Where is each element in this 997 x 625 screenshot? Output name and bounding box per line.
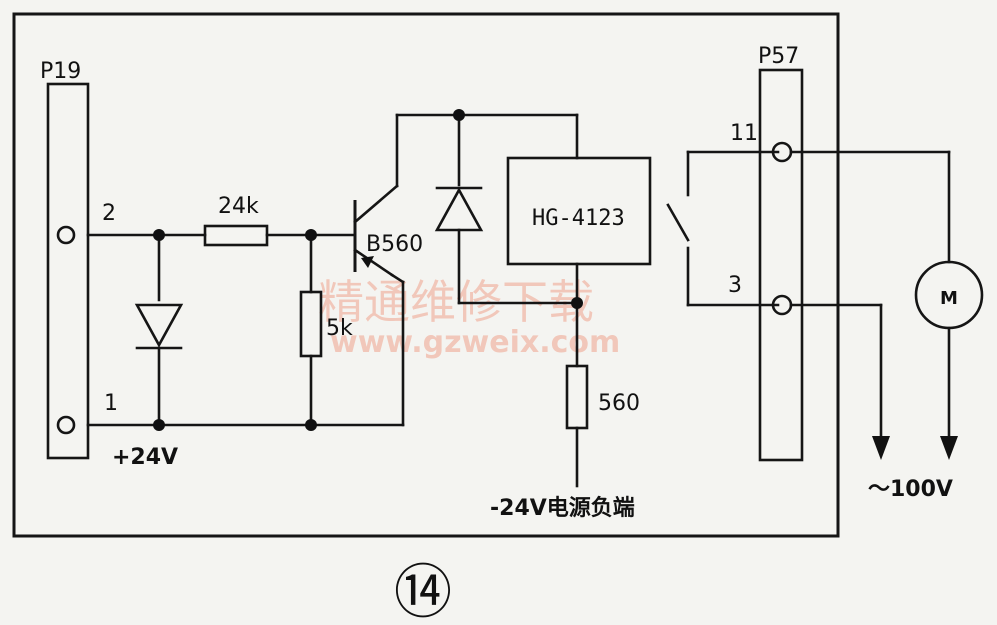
relay-hg4123 <box>506 156 652 266</box>
transistor-label: B560 <box>366 232 423 257</box>
transistor-emitter <box>353 248 394 277</box>
junction-dot <box>453 109 465 121</box>
connector-p57-body <box>758 68 804 462</box>
supply-negative-label: -24V电源负端 <box>490 496 635 521</box>
transistor-arrow <box>361 256 374 268</box>
connector-p19-body <box>46 82 90 460</box>
supply-positive-label: +24V <box>112 445 178 470</box>
motor-label: M <box>940 288 958 309</box>
watermark-url: www.gzweix.com <box>330 325 620 360</box>
diode-input <box>134 303 184 348</box>
p57-pin3-label: 3 <box>728 273 742 298</box>
resistor-560-label: 560 <box>598 391 640 416</box>
relay-label: HG-4123 <box>532 206 625 231</box>
diode-flyback <box>434 187 484 232</box>
p19-pin2-label: 2 <box>102 201 116 226</box>
junction-dot <box>305 229 317 241</box>
junction-dot <box>305 419 317 431</box>
resistor-5k-label: 5k <box>326 316 353 341</box>
arrow-left-icon <box>872 436 890 460</box>
relay-contact-upper <box>666 203 690 242</box>
resistor-24k <box>203 224 269 247</box>
wire-emitter <box>390 273 405 284</box>
figure-number: ⑭ <box>394 558 452 625</box>
junction-dot <box>153 229 165 241</box>
transistor-collector <box>353 184 399 224</box>
resistor-24k-label: 24k <box>218 194 259 219</box>
connector-p19 <box>46 82 90 460</box>
arrow-right-icon <box>940 436 958 460</box>
junction-dot <box>571 297 583 309</box>
p19-pin1-label: 1 <box>104 391 118 416</box>
resistor-560 <box>565 364 589 430</box>
connector-p57-label: P57 <box>758 44 799 69</box>
connector-p19-label: P19 <box>40 59 81 84</box>
p19-pin2-terminal <box>56 225 76 245</box>
junction-dot <box>153 419 165 431</box>
p57-pin11-label: 11 <box>730 121 758 146</box>
p19-pin1-terminal <box>56 415 76 435</box>
diagram-border <box>12 12 840 538</box>
supply-ac-label: ～100V <box>868 477 953 502</box>
